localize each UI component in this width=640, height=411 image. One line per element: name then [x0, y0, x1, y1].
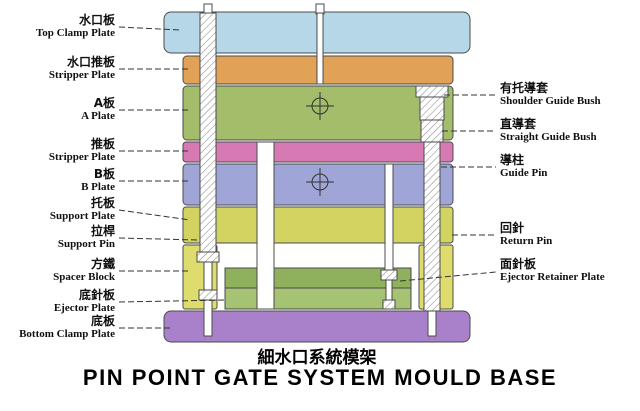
label-ejector-plate: 底針板 Ejector Plate [0, 289, 115, 315]
label-stripper-plate: 推板 Stripper Plate [0, 138, 115, 164]
label-spacer-block: 方鐵 Spacer Block [0, 258, 115, 284]
label-shoulder-guide-bush: 有托導套 Shoulder Guide Bush [500, 82, 638, 108]
label-support-plate: 托板 Support Plate [0, 197, 115, 223]
label-b-plate-zh: B板 [93, 167, 115, 181]
a-plate-shape [182, 85, 454, 141]
label-top-clamp-plate-zh: 水口板 [78, 13, 115, 27]
label-support-pin-zh: 拉桿 [90, 224, 115, 238]
label-spacer-block-en: Spacer Block [53, 271, 115, 283]
straight-guide-bush-body [420, 119, 444, 143]
return-pin-head [380, 269, 398, 281]
guide-pin-tip [427, 310, 437, 337]
support-plate-shape [182, 206, 454, 244]
support-pin-stem [203, 261, 213, 291]
label-b-plate: B板 B Plate [0, 168, 115, 194]
label-shoulder-guide-bush-zh: 有托導套 [500, 81, 549, 95]
label-bottom-clamp-plate-zh: 底板 [90, 314, 115, 328]
label-runner-stripper-plate: 水口推板 Stripper Plate [0, 56, 115, 82]
label-return-pin-zh: 回針 [500, 221, 525, 235]
label-shoulder-guide-bush-en: Shoulder Guide Bush [500, 95, 601, 107]
shoulder-guide-bush-body [419, 96, 445, 121]
support-pillar [256, 141, 275, 310]
label-ejector-retainer-plate: 面針板 Ejector Retainer Plate [500, 258, 638, 284]
label-support-pin: 拉桿 Support Pin [0, 225, 115, 251]
support-pin-body [199, 12, 217, 253]
label-spacer-block-zh: 方鐵 [90, 257, 115, 271]
retainer-screw-head [382, 299, 396, 310]
label-return-pin-en: Return Pin [500, 235, 553, 247]
left-bolt-shaft [203, 299, 213, 337]
shoulder-guide-bush-flange [415, 85, 449, 98]
leader-ejector-retainer-plate [399, 271, 497, 282]
label-support-pin-en: Support Pin [57, 238, 115, 250]
leader-support-plate [118, 209, 191, 221]
label-stripper-plate-en: Stripper Plate [48, 151, 115, 163]
label-a-plate: A板 A Plate [0, 97, 115, 123]
left-bolt-head [198, 289, 218, 301]
label-bottom-clamp-plate-en: Bottom Clamp Plate [19, 328, 115, 340]
support-pin-foot [196, 251, 220, 263]
b-plate-shape [182, 163, 454, 206]
label-ejector-plate-zh: 底針板 [78, 288, 115, 302]
return-pin-body [384, 163, 394, 271]
diagram-title-english: PIN POINT GATE SYSTEM MOULD BASE [82, 365, 558, 390]
label-top-clamp-plate: 水口板 Top Clamp Plate [0, 14, 115, 40]
label-runner-stripper-plate-en: Stripper Plate [48, 69, 115, 81]
label-support-plate-en: Support Plate [49, 210, 115, 222]
label-runner-stripper-plate-zh: 水口推板 [66, 55, 115, 69]
label-guide-pin: 導柱 Guide Pin [500, 154, 638, 180]
stripper-plate-shape [182, 141, 454, 163]
label-b-plate-en: B Plate [81, 181, 115, 193]
label-straight-guide-bush-en: Straight Guide Bush [500, 131, 597, 143]
sprue-body [316, 12, 324, 85]
bottom-clamp-plate-shape [163, 310, 471, 343]
label-support-plate-zh: 托板 [90, 196, 115, 210]
diagram-title-chinese: 細水口系統模架 [257, 348, 377, 368]
guide-pin-body [423, 141, 441, 312]
label-return-pin: 回針 Return Pin [500, 222, 638, 248]
label-a-plate-zh: A板 [93, 96, 115, 110]
label-ejector-retainer-plate-en: Ejector Retainer Plate [500, 271, 605, 283]
label-guide-pin-zh: 導柱 [500, 153, 525, 167]
leader-support-pin [118, 237, 200, 241]
label-stripper-plate-zh: 推板 [90, 137, 115, 151]
label-bottom-clamp-plate: 底板 Bottom Clamp Plate [0, 315, 115, 341]
label-guide-pin-en: Guide Pin [500, 167, 548, 179]
label-ejector-plate-en: Ejector Plate [53, 302, 115, 314]
leader-top-clamp-plate [118, 26, 181, 31]
label-a-plate-en: A Plate [81, 110, 115, 122]
label-straight-guide-bush-zh: 直導套 [500, 117, 537, 131]
retainer-screw-shaft [385, 279, 393, 301]
label-top-clamp-plate-en: Top Clamp Plate [35, 27, 115, 39]
label-ejector-retainer-plate-zh: 面針板 [500, 257, 537, 271]
label-straight-guide-bush: 直導套 Straight Guide Bush [500, 118, 638, 144]
leader-ejector-plate [118, 299, 228, 303]
